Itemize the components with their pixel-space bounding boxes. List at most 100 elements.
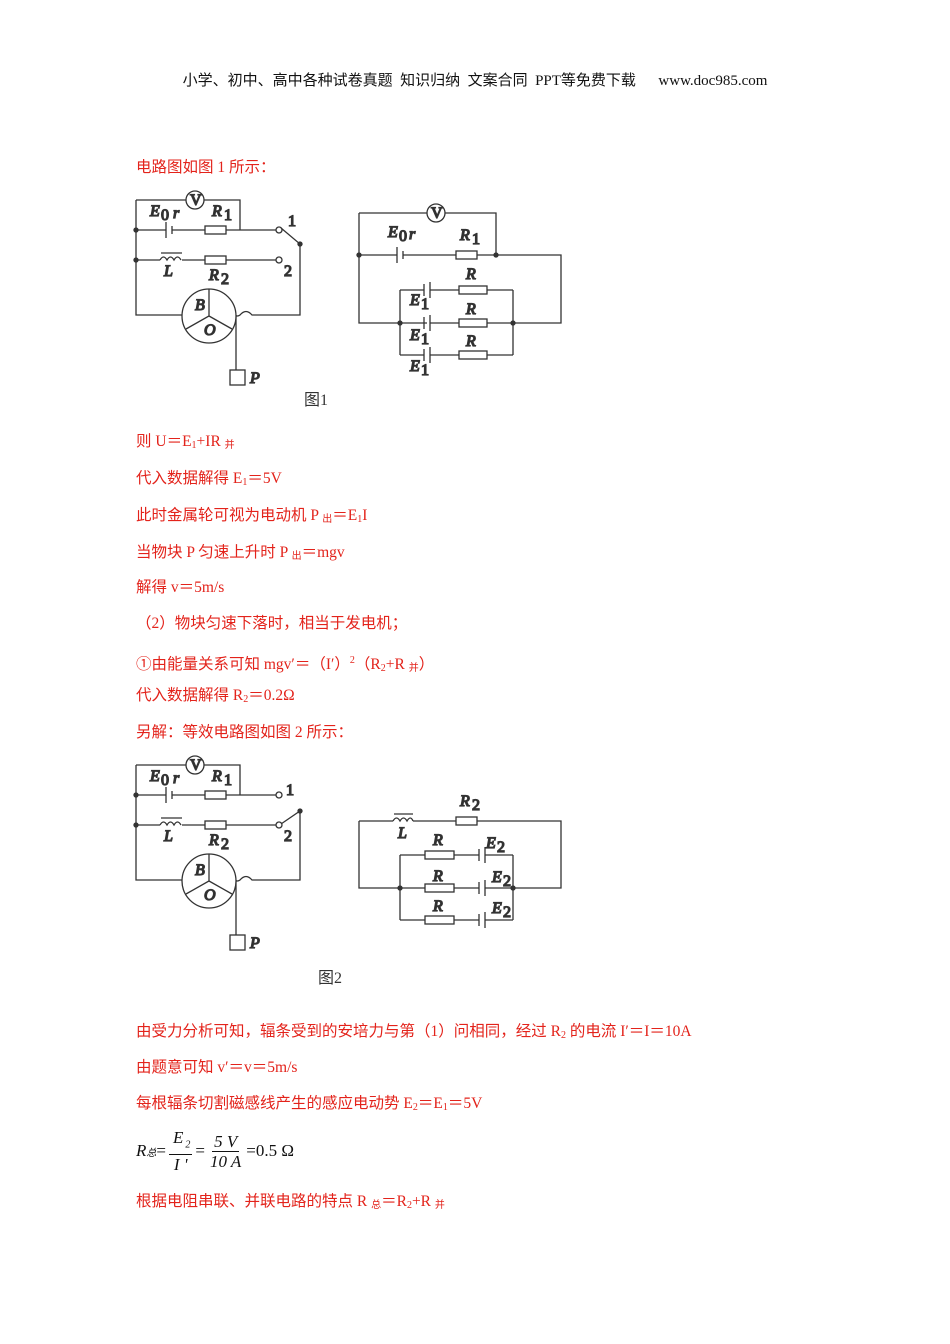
voltmeter-label: V [190, 192, 202, 209]
label-e0: E [149, 768, 160, 785]
subscript: 1 [242, 477, 248, 488]
label-r2: R [208, 832, 219, 849]
label-r: R [432, 832, 443, 849]
subscript: 2 [560, 1030, 566, 1041]
answer-line: 根据电阻串联、并联电路的特点 R 总＝R2+R 并 [136, 1192, 445, 1216]
line-text: 由受力分析可知，辐条受到的安培力与第（1）问相同，经过 R [136, 1023, 561, 1040]
num-sub: 2 [185, 1139, 191, 1151]
label-e1: E [409, 327, 420, 344]
label-l: L [397, 825, 407, 842]
line-text: +R [411, 1193, 435, 1210]
line-text: ＝R [381, 1193, 407, 1210]
subscript: 并 [434, 1200, 445, 1211]
line-text: 电路图如图 1 所示： [136, 159, 276, 176]
label-p: P [249, 935, 260, 952]
sub: 2 [221, 271, 229, 288]
line-text: 则 U＝E [136, 433, 192, 450]
label-r: R [432, 868, 443, 885]
voltmeter-label: V [190, 757, 202, 774]
answer-line: 另解：等效电路图如图 2 所示： [136, 723, 353, 743]
formula-eq2: = [195, 1141, 205, 1161]
figure-1-caption: 图1 [304, 392, 329, 409]
line-text: +IR [196, 433, 225, 450]
formula-eq: = [156, 1141, 166, 1161]
answer-line: 解得 v＝5m/s [136, 578, 224, 598]
line-text: 另解：等效电路图如图 2 所示： [136, 724, 354, 741]
line-text: 的电流 I′＝I＝10A [565, 1023, 692, 1040]
subscript: 总 [371, 1200, 382, 1211]
sub: 1 [224, 772, 232, 789]
formula-result: =0.5 Ω [246, 1141, 295, 1161]
subscript: 出 [291, 551, 302, 562]
den: I ' [173, 1155, 188, 1175]
formula-lhs-sub: 总 [146, 1147, 157, 1159]
sub: 2 [221, 836, 229, 853]
label-e1: E [409, 358, 420, 375]
sub: 0 [161, 207, 169, 224]
line-text: ＝5V [447, 1095, 483, 1112]
line-text: ＝E [332, 507, 358, 524]
sub: 1 [224, 207, 232, 224]
subscript: 并 [224, 440, 235, 451]
label-r1: R [459, 227, 470, 244]
sub: 1 [421, 296, 429, 313]
answer-line: 代入数据解得 R2＝0.2Ω [136, 686, 295, 710]
answer-line: 此时金属轮可视为电动机 P 出＝E1I [136, 506, 367, 530]
subscript: 并 [408, 663, 419, 674]
line-text: ＝5V [247, 470, 282, 487]
label-r: R [465, 333, 476, 350]
sub: 0 [399, 228, 407, 245]
line-text: 每根辐条切割磁感线产生的感应电动势 E [136, 1095, 413, 1112]
subscript: 1 [442, 1102, 448, 1113]
line-text: ①由能量关系可知 mgv′＝（I′） [136, 656, 350, 673]
line-text: 代入数据解得 R [136, 687, 244, 704]
label-e2: E [485, 835, 496, 852]
line-text: +R [385, 656, 409, 673]
answer-line: 则 U＝E1+IR 并 [136, 432, 235, 456]
label-r2: R [208, 267, 219, 284]
num: E [172, 1128, 184, 1147]
sub: 1 [472, 231, 480, 248]
switch-1-label: 1 [288, 213, 296, 230]
subscript: 2 [243, 694, 249, 705]
label-e2: E [491, 900, 502, 917]
label-e0: E [149, 203, 160, 220]
den: 10 A [209, 1151, 242, 1171]
label-r: r [173, 770, 180, 787]
line-text: ＝mgv [301, 544, 345, 561]
switch-2-label: 2 [284, 828, 292, 845]
sub: 2 [503, 904, 511, 921]
answer-line: 电路图如图 1 所示： [136, 158, 276, 178]
line-text: 由题意可知 v′＝v＝5m/s [136, 1059, 298, 1076]
answer-line: 每根辐条切割磁感线产生的感应电动势 E2＝E1＝5V [136, 1094, 482, 1118]
line-text: I [362, 507, 368, 524]
subscript: 1 [357, 514, 363, 525]
supscript: 2 [349, 655, 355, 666]
line-text: ＝E [417, 1095, 443, 1112]
line-text: ） [418, 656, 435, 673]
line-text: 此时金属轮可视为电动机 P [136, 507, 323, 524]
subscript: 2 [412, 1102, 418, 1113]
line-text: 代入数据解得 E [136, 470, 243, 487]
label-r: R [465, 301, 476, 318]
voltmeter-label: V [431, 205, 443, 222]
sub: 1 [421, 331, 429, 348]
label-p: P [249, 370, 260, 387]
subscript: 1 [191, 440, 197, 451]
num: 5 V [212, 1131, 240, 1152]
line-text: 根据电阻串联、并联电路的特点 R [136, 1193, 372, 1210]
label-r: R [432, 898, 443, 915]
figure-2-caption: 图2 [318, 970, 343, 987]
sub: 2 [472, 797, 480, 814]
switch-1-label: 1 [286, 782, 294, 799]
label-r: r [173, 205, 180, 222]
label-o: O [204, 887, 216, 904]
